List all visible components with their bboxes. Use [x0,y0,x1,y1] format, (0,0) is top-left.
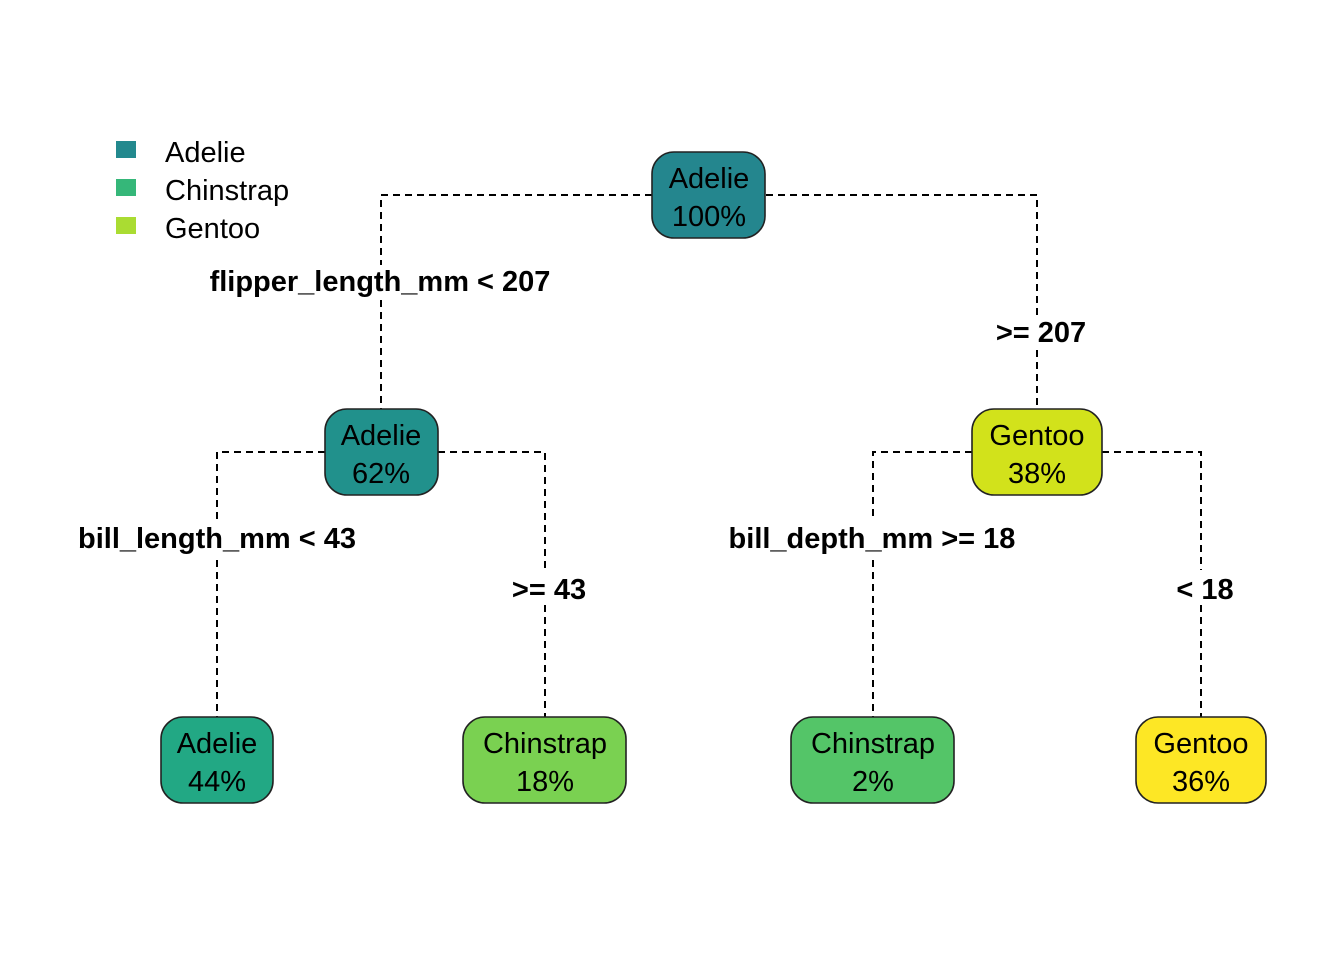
node-leaf-chinstrap-right: Chinstrap 2% [790,716,955,804]
split-label-bill-depth-lt: < 18 [1176,574,1233,606]
split-label-bill-length-ge: >= 43 [512,574,586,606]
node-right-class: Gentoo [989,420,1084,452]
split-label-flipper-length: flipper_length_mm < 207 [210,266,551,298]
node-left-percent: 62% [352,458,410,490]
node-leaf-adelie-class: Adelie [177,728,258,760]
node-root-box [651,151,766,239]
legend-label-adelie: Adelie [165,137,246,169]
node-leaf-gentoo: Gentoo 36% [1135,716,1267,804]
node-left-box [324,408,439,496]
split-label-bill-depth: bill_depth_mm >= 18 [729,523,1016,555]
node-leaf-chinstrap-left: Chinstrap 18% [462,716,627,804]
node-left: Adelie 62% [324,408,439,496]
split-label-flipper-ge: >= 207 [996,317,1086,349]
node-leaf-chinstrap-left-box [462,716,627,804]
legend-label-gentoo: Gentoo [165,213,260,245]
edge-right-left [872,451,972,520]
node-right-box [971,408,1103,496]
node-leaf-chinstrap-right-box [790,716,955,804]
split-label-bill-length: bill_length_mm < 43 [78,523,356,555]
legend-swatch-adelie [116,141,136,158]
node-right: Gentoo 38% [971,408,1103,496]
edge-root-left [380,194,652,265]
node-leaf-adelie-box [160,716,274,804]
node-leaf-adelie-percent: 44% [188,766,246,798]
split-labels: flipper_length_mm < 207 >= 207 bill_leng… [78,266,1234,606]
node-leaf-gentoo-percent: 36% [1172,766,1230,798]
legend-label-chinstrap: Chinstrap [165,175,289,207]
legend: Adelie Chinstrap Gentoo [116,137,289,245]
node-leaf-chinstrap-left-percent: 18% [516,766,574,798]
node-leaf-adelie: Adelie 44% [160,716,274,804]
edge-left-left [216,451,325,520]
node-leaf-chinstrap-right-class: Chinstrap [811,728,935,760]
edge-root-right [766,194,1038,315]
tree-edges [216,194,1202,717]
legend-swatch-gentoo [116,217,136,234]
node-right-percent: 38% [1008,458,1066,490]
node-leaf-gentoo-box [1135,716,1267,804]
tree-nodes: Adelie 100% Adelie 62% Gentoo 38% Adelie… [160,151,1267,804]
node-leaf-gentoo-class: Gentoo [1153,728,1248,760]
node-root-percent: 100% [672,201,746,233]
node-leaf-chinstrap-right-percent: 2% [852,766,894,798]
edge-left-right [438,451,546,570]
node-leaf-chinstrap-left-class: Chinstrap [483,728,607,760]
node-root: Adelie 100% [651,151,766,239]
node-root-class: Adelie [669,163,750,195]
edge-right-right [1102,451,1202,570]
legend-swatch-chinstrap [116,179,136,196]
node-left-class: Adelie [341,420,422,452]
